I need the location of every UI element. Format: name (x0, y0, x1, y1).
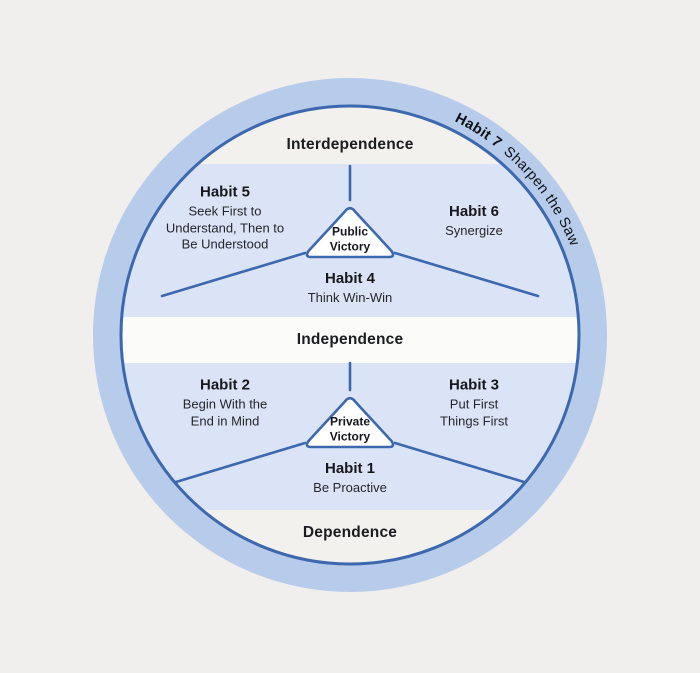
habit2-block: Habit 2 Begin With the End in Mind (183, 377, 268, 430)
habit3-desc: Put First Things First (440, 396, 508, 429)
stage-label-independence: Independence (296, 331, 404, 348)
habit4-title: Habit 4 (324, 269, 376, 287)
habit6-block: Habit 6 Synergize (445, 203, 503, 240)
independence-band (122, 317, 578, 363)
public-victory-peak-lines (160, 164, 540, 298)
public-victory-triangle (305, 206, 395, 259)
habit5-desc: Seek First to Understand, Then to Be Und… (165, 203, 285, 252)
habit2-desc: Begin With the End in Mind (182, 396, 268, 429)
habit1-title: Habit 1 (324, 459, 376, 477)
stage-label-interdependence: Interdependence (286, 136, 414, 153)
private-victory-label: Private Victory (329, 414, 371, 444)
habit3-title: Habit 3 (448, 376, 499, 394)
habit4-desc: Think Win-Win (307, 289, 393, 305)
public-victory-label: Public Victory (329, 224, 371, 254)
inner-circle-border (119, 104, 581, 566)
habit5-block: Habit 5 Seek First to Understand, Then t… (166, 183, 284, 253)
habit6-desc: Synergize (445, 222, 503, 238)
stage-label-dependence: Dependence (302, 524, 398, 541)
habit5-title: Habit 5 (199, 183, 251, 201)
habit3-block: Habit 3 Put First Things First (440, 377, 508, 430)
habit6-title: Habit 6 (448, 202, 499, 220)
private-victory-peak-lines (174, 361, 526, 484)
habit1-desc: Be Proactive (313, 479, 387, 495)
habit4-block: Habit 4 Think Win-Win (308, 270, 393, 307)
habit2-title: Habit 2 (199, 376, 251, 394)
private-victory-triangle (305, 396, 395, 449)
habit1-block: Habit 1 Be Proactive (313, 460, 387, 497)
